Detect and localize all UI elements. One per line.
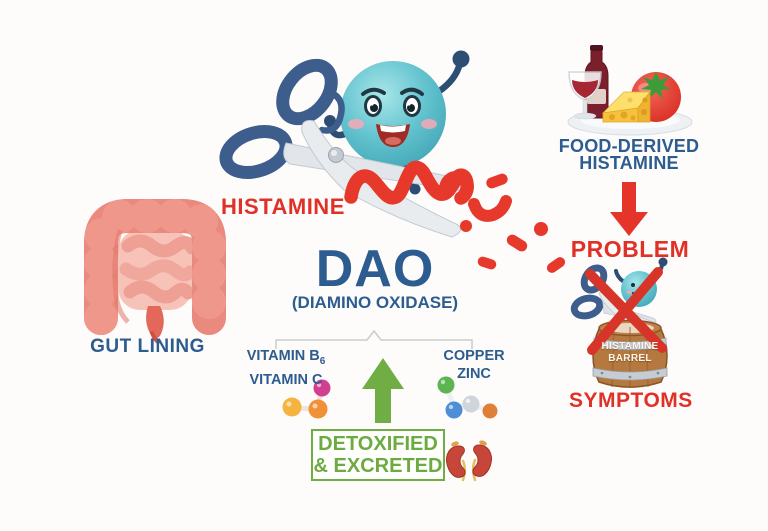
mineral-cofactors-label: COPPER ZINC — [436, 347, 512, 383]
barrel-label-line1: HISTAMINE — [601, 341, 659, 352]
problem-label: PROBLEM — [570, 236, 690, 262]
cheese-icon — [601, 90, 651, 123]
detoxified-excreted-box: DETOXIFIED & EXCRETED — [311, 429, 445, 481]
food-derived-histamine-label: FOOD-DERIVED HISTAMINE — [553, 136, 705, 173]
detox-line1: DETOXIFIED — [318, 433, 438, 455]
symptoms-label: SYMPTOMS — [569, 389, 693, 412]
mineral-cofactor-molecule — [437, 376, 498, 419]
wine-cheese-tomato-plate-icon — [567, 45, 693, 136]
barrel-label: HISTAMINE BARREL — [597, 341, 663, 364]
food-label-line2: HISTAMINE — [579, 153, 679, 173]
barrel-label-line2: BARREL — [608, 352, 652, 364]
vitamin-b6-label: VITAMIN B6 — [246, 348, 326, 367]
histamine-wave-molecule — [344, 160, 474, 205]
vitamin-c-label: VITAMIN C — [249, 371, 323, 388]
cofactor-bracket-line — [275, 329, 473, 349]
copper-label: COPPER — [443, 348, 505, 364]
food-label-line1: FOOD-DERIVED — [558, 136, 700, 156]
gut-illustration — [84, 199, 226, 344]
histamine-label: HISTAMINE — [221, 194, 345, 219]
red-down-arrow — [610, 182, 648, 236]
cut-histamine-fragments — [438, 170, 566, 273]
gut-lining-label: GUT LINING — [90, 336, 205, 357]
green-up-arrow — [362, 358, 404, 423]
wine-glass-icon — [568, 71, 602, 120]
vitamin-cofactor-molecule — [282, 379, 331, 419]
vitamin-cofactors-label: VITAMIN B6 VITAMIN C — [231, 347, 341, 389]
dao-subtitle: (DIAMINO OXIDASE) — [291, 293, 459, 312]
kidneys-icon — [446, 440, 492, 482]
red-x-mark — [585, 267, 667, 355]
zinc-label: ZINC — [457, 366, 491, 382]
detox-line2: & EXCRETED — [313, 455, 443, 477]
dao-title: DAO — [315, 240, 435, 298]
